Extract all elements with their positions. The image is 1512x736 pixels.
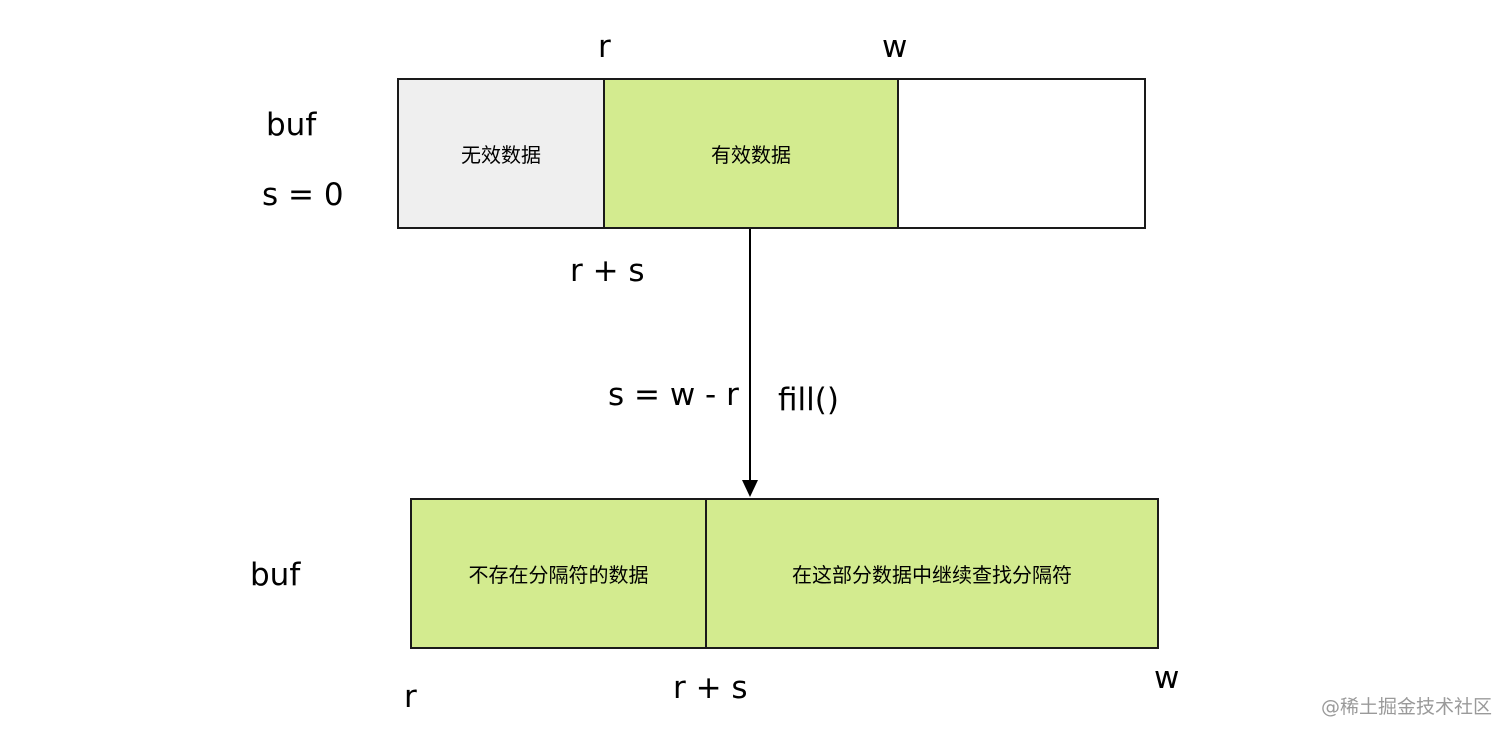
top-r-label: r [598, 29, 611, 65]
continue-search-label: 在这部分数据中继续查找分隔符 [792, 563, 1072, 587]
arrow-head [742, 480, 758, 497]
empty-segment [899, 80, 1144, 227]
valid-data-segment: 有效数据 [605, 80, 899, 227]
bottom-w-label: w [1154, 660, 1180, 696]
bottom-r-label: r [404, 679, 417, 715]
bottom-r-plus-s-label: r + s [673, 670, 748, 706]
continue-search-segment: 在这部分数据中继续查找分隔符 [707, 500, 1157, 647]
no-delimiter-segment: 不存在分隔符的数据 [412, 500, 707, 647]
bottom-buf-label: buf [250, 557, 301, 593]
top-buffer: 无效数据 有效数据 [397, 78, 1146, 229]
invalid-data-label: 无效数据 [461, 143, 541, 167]
top-r-plus-s-label: r + s [570, 253, 645, 289]
fill-call-label: fill() [778, 382, 839, 418]
top-s-label: s = 0 [262, 177, 344, 213]
valid-data-label: 有效数据 [711, 143, 791, 167]
top-w-label: w [882, 29, 908, 65]
no-delimiter-label: 不存在分隔符的数据 [468, 563, 649, 587]
s-formula-label: s = w - r [608, 377, 739, 413]
bottom-buffer: 不存在分隔符的数据 在这部分数据中继续查找分隔符 [410, 498, 1159, 649]
invalid-data-segment: 无效数据 [399, 80, 605, 227]
top-buf-label: buf [266, 107, 317, 143]
watermark: @稀土掘金技术社区 [1320, 696, 1492, 718]
